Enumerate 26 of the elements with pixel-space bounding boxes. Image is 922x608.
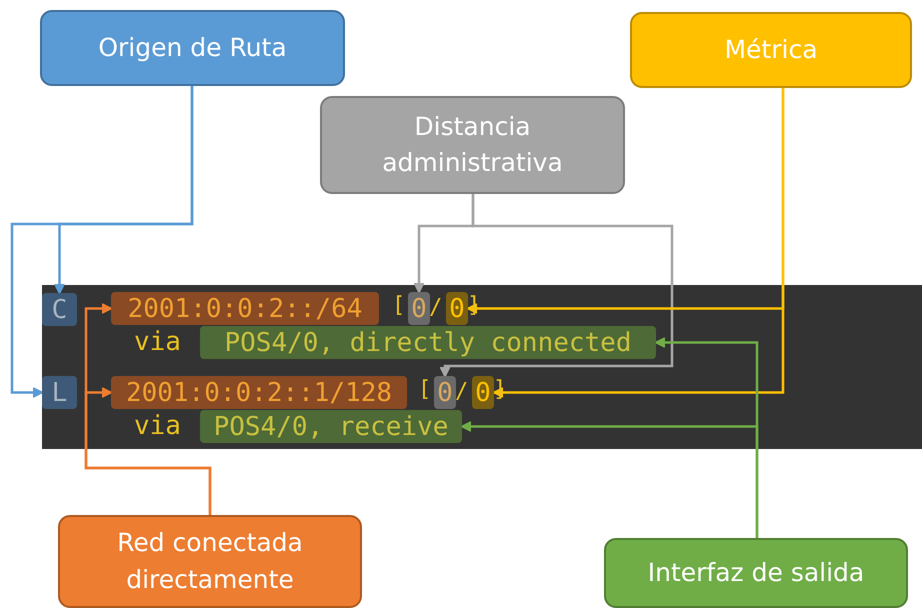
exit-interface: POS4/0, directly connected (200, 326, 656, 359)
callout-box: Interfaz de salida (604, 538, 908, 608)
arrow (84, 387, 212, 515)
route-code: L (42, 376, 77, 409)
bracket: [ (418, 376, 432, 404)
network-address: 2001:0:0:2::1/128 (111, 376, 407, 409)
callout-box: Origen de Ruta (40, 10, 345, 86)
metric-value: 0 (446, 292, 468, 325)
metric-value: 0 (472, 376, 494, 409)
command-text: via (134, 326, 181, 358)
arrow (10, 86, 194, 398)
arrow (492, 88, 784, 398)
bracket: [ (392, 292, 406, 320)
arrow (440, 194, 674, 378)
network-address: 2001:0:0:2::/64 (111, 292, 379, 325)
administrative-distance: 0 (408, 292, 430, 325)
callout-box: Red conectada directamente (58, 515, 362, 608)
command-text: via (134, 410, 181, 442)
administrative-distance: 0 (434, 376, 456, 409)
route-code: C (42, 293, 77, 326)
callout-box: Métrica (630, 12, 912, 88)
slash: / (455, 378, 468, 406)
slash: / (429, 294, 442, 322)
arrow (460, 421, 758, 538)
callout-box: Distancia administrativa (320, 96, 625, 194)
exit-interface: POS4/0, receive (200, 410, 462, 443)
